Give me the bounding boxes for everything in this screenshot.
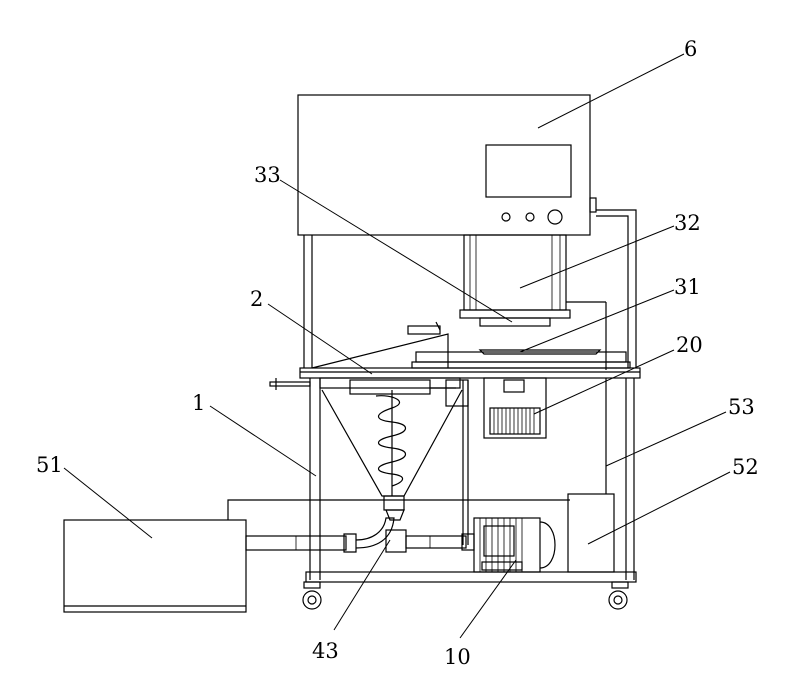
label-32: 32 <box>674 211 701 235</box>
label-2: 2 <box>250 287 263 311</box>
pipe-pump <box>245 517 475 553</box>
button-2 <box>525 212 535 222</box>
leader-1 <box>209 405 317 477</box>
reference-numerals: 6 33 32 2 31 20 1 53 51 52 43 10 <box>36 37 759 669</box>
leader-51 <box>63 467 153 539</box>
leader-31 <box>519 289 675 353</box>
label-43: 43 <box>312 639 339 663</box>
label-33: 33 <box>254 163 281 187</box>
frame-posts <box>303 209 637 580</box>
motor <box>473 517 556 573</box>
label-10: 10 <box>444 645 471 669</box>
label-31: 31 <box>674 275 701 299</box>
label-53: 53 <box>728 395 755 419</box>
leader-43 <box>333 539 391 631</box>
label-52: 52 <box>732 455 759 479</box>
leader-10 <box>459 559 517 639</box>
press-column <box>459 234 607 370</box>
knob <box>547 209 563 225</box>
leader-53 <box>605 411 727 467</box>
base <box>227 499 637 610</box>
leader-2 <box>267 303 373 375</box>
button-1 <box>501 212 511 222</box>
leader-32 <box>519 225 675 289</box>
table-top <box>269 321 641 390</box>
leader-6 <box>537 53 685 129</box>
leader-20 <box>533 349 675 415</box>
leader-lines <box>63 53 731 639</box>
label-6: 6 <box>684 37 697 61</box>
label-1: 1 <box>192 391 205 415</box>
roller-box <box>483 377 547 439</box>
label-20: 20 <box>676 333 703 357</box>
leader-52 <box>587 471 731 545</box>
electrical-box <box>567 470 615 573</box>
label-51: 51 <box>36 453 63 477</box>
hopper-screw <box>319 377 469 545</box>
leader-33 <box>279 179 513 323</box>
control-cabinet <box>297 94 597 236</box>
water-tank <box>63 519 247 613</box>
display-screen <box>485 144 572 198</box>
